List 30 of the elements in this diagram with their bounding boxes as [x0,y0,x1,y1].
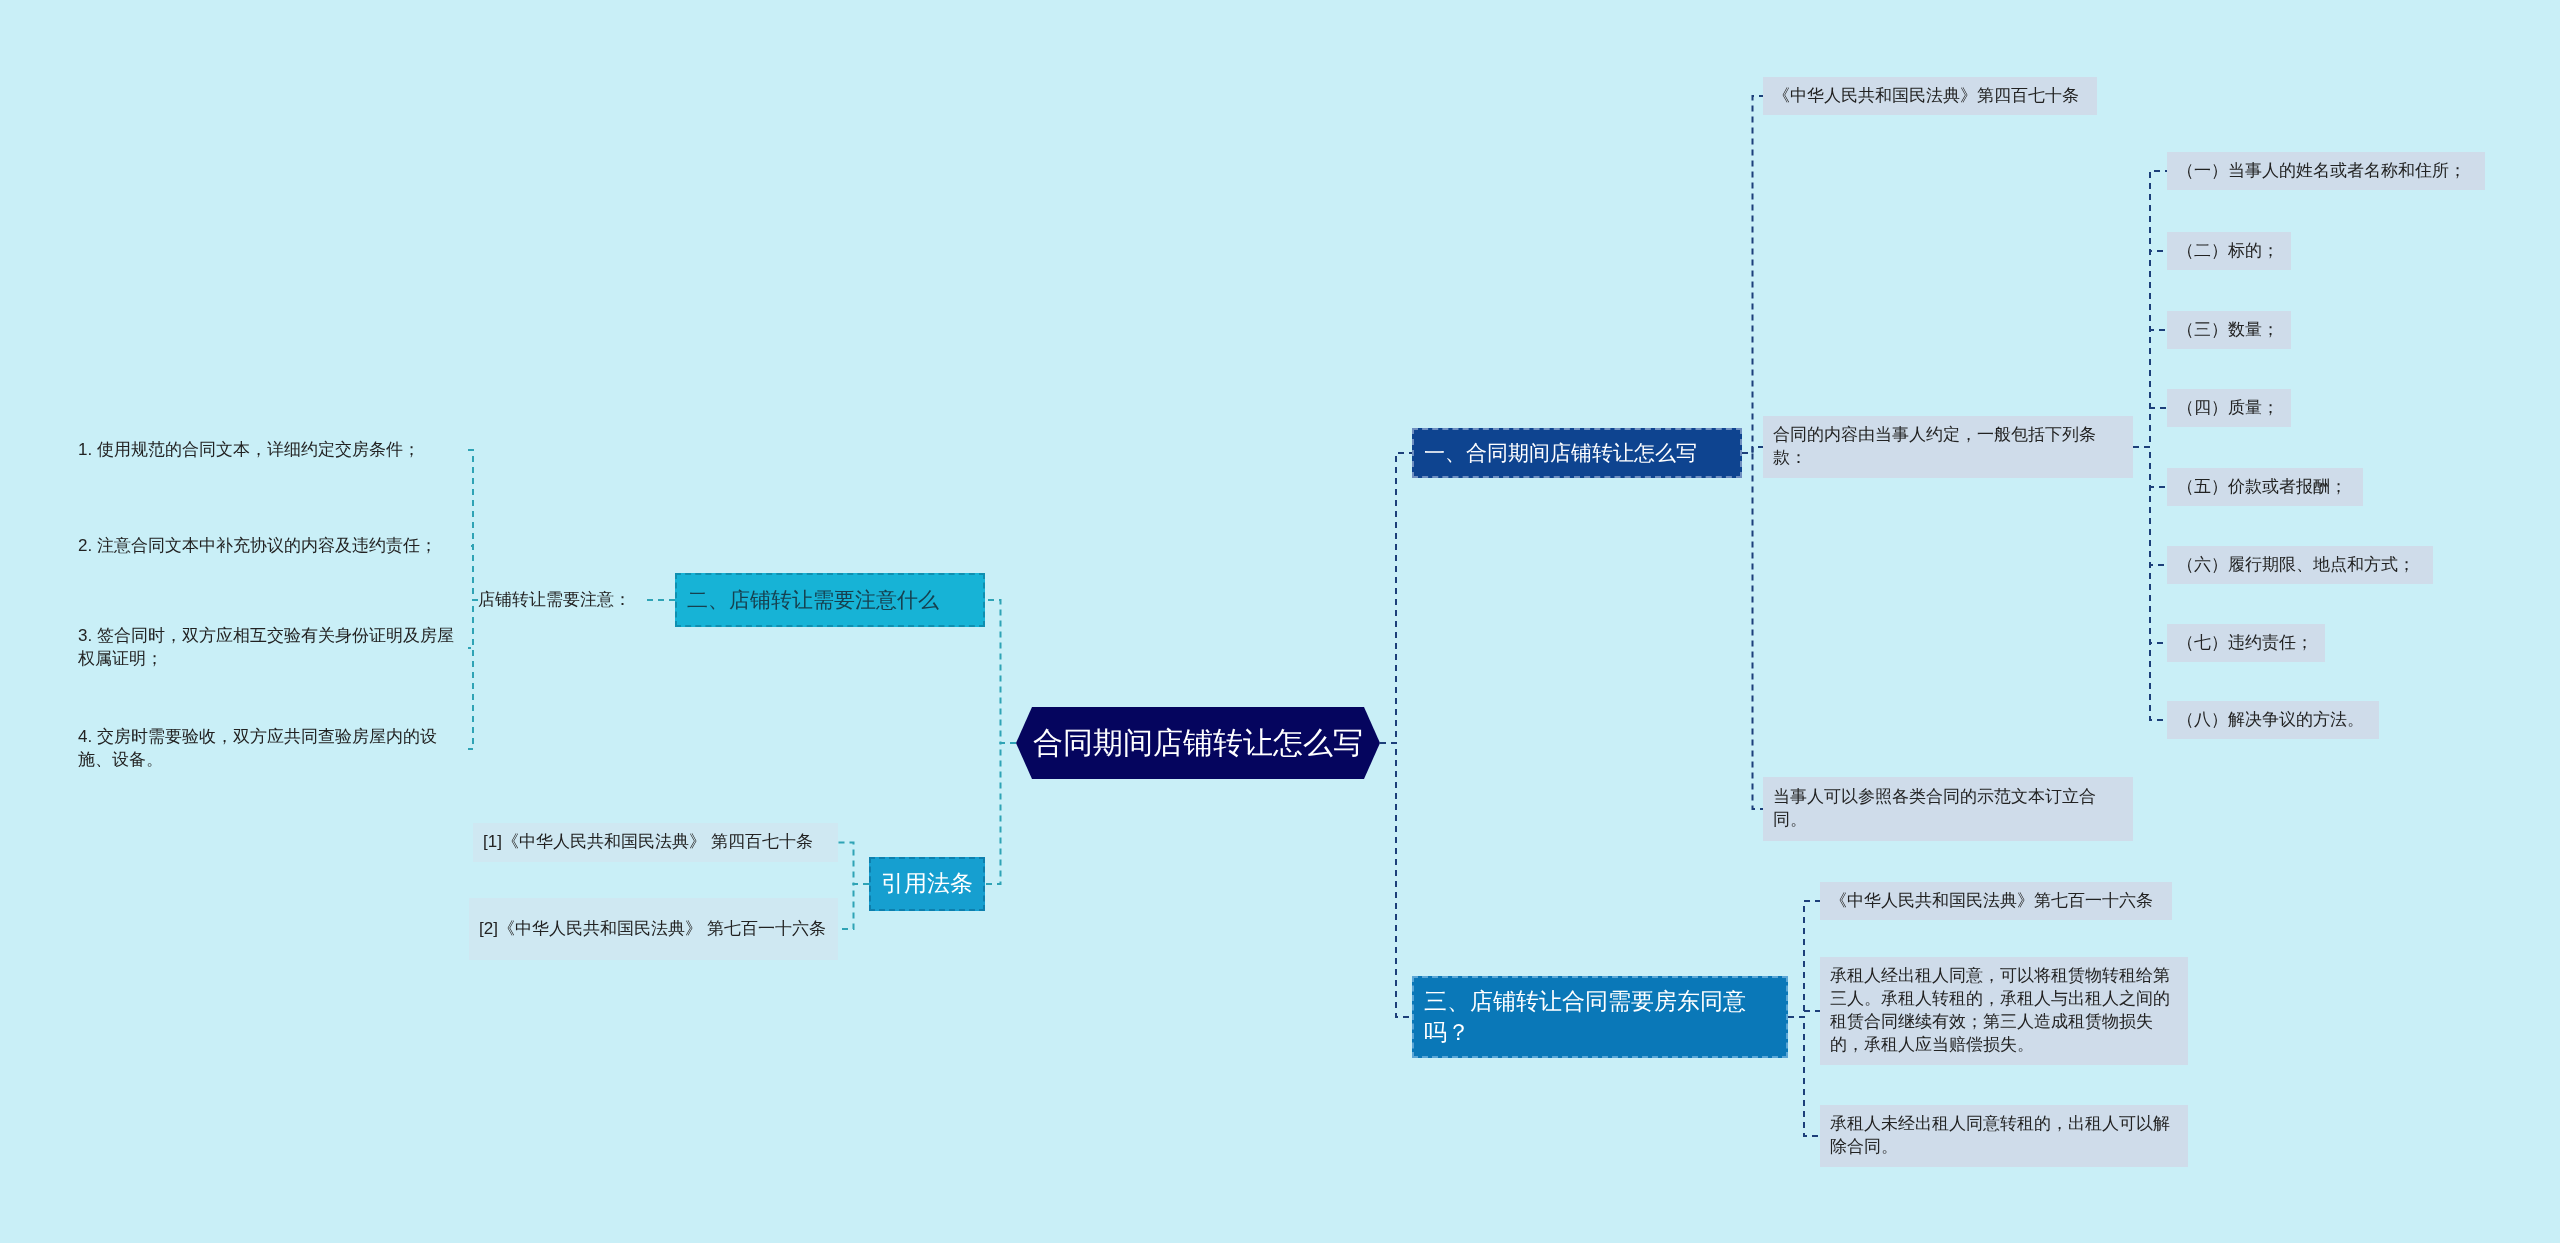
subtopic-box: （四）质量； [2167,389,2291,427]
subtopic-box: （七）违约责任； [2167,624,2325,662]
subtopic-box: （八）解决争议的方法。 [2167,701,2379,739]
subtopic-box: [2]《中华人民共和国民法典》 第七百一十六条 [469,898,838,960]
connector [467,599,479,750]
topic-box: 一、合同期间店铺转让怎么写 [1412,428,1742,478]
central-topic-hexagon: 合同期间店铺转让怎么写 [1016,707,1380,779]
subtopic-box: （五）价款或者报酬； [2167,468,2363,506]
subtopic-box: 承租人经出租人同意，可以将租赁物转租给第三人。承租人转租的，承租人与出租人之间的租赁合同继续有效；第三人造成租赁物损失的，承租人应当赔偿损失。 [1820,957,2188,1065]
topic-box: 二、店铺转让需要注意什么 [675,573,985,627]
subtopic-box: 合同的内容由当事人约定，一般包括下列条款： [1763,416,2133,478]
subtopic-box: [1]《中华人民共和国民法典》 第四百七十条 [473,823,838,862]
subtopic-box: 当事人可以参照各类合同的示范文本订立合同。 [1763,777,2133,841]
subtopic-text: 店铺转让需要注意： [478,586,642,614]
subtopic-text: 4. 交房时需要验收，双方应共同查验房屋内的设施、设备。 [78,723,468,775]
topic-box: 引用法条 [869,857,985,911]
subtopic-text: 2. 注意合同文本中补充协议的内容及违约责任； [78,520,468,572]
subtopic-box: 承租人未经出租人同意转租的，出租人可以解除合同。 [1820,1105,2188,1167]
subtopic-box: 《中华人民共和国民法典》第四百七十条 [1763,77,2097,115]
subtopic-box: （二）标的； [2167,232,2291,270]
subtopic-text: 1. 使用规范的合同文本，详细约定交房条件； [78,424,468,476]
connector [1787,1016,1821,1137]
topic-box: 三、店铺转让合同需要房东同意吗？ [1412,976,1788,1058]
subtopic-box: 《中华人民共和国民法典》第七百一十六条 [1820,882,2172,920]
connector [984,742,1017,885]
subtopic-box: （三）数量； [2167,311,2291,349]
connector [1741,452,1764,810]
subtopic-box: （六）履行期限、地点和方式； [2167,546,2433,584]
subtopic-text: 3. 签合同时，双方应相互交验有关身份证明及房屋权属证明； [78,622,468,674]
subtopic-box: （一）当事人的姓名或者名称和住所； [2167,152,2485,190]
